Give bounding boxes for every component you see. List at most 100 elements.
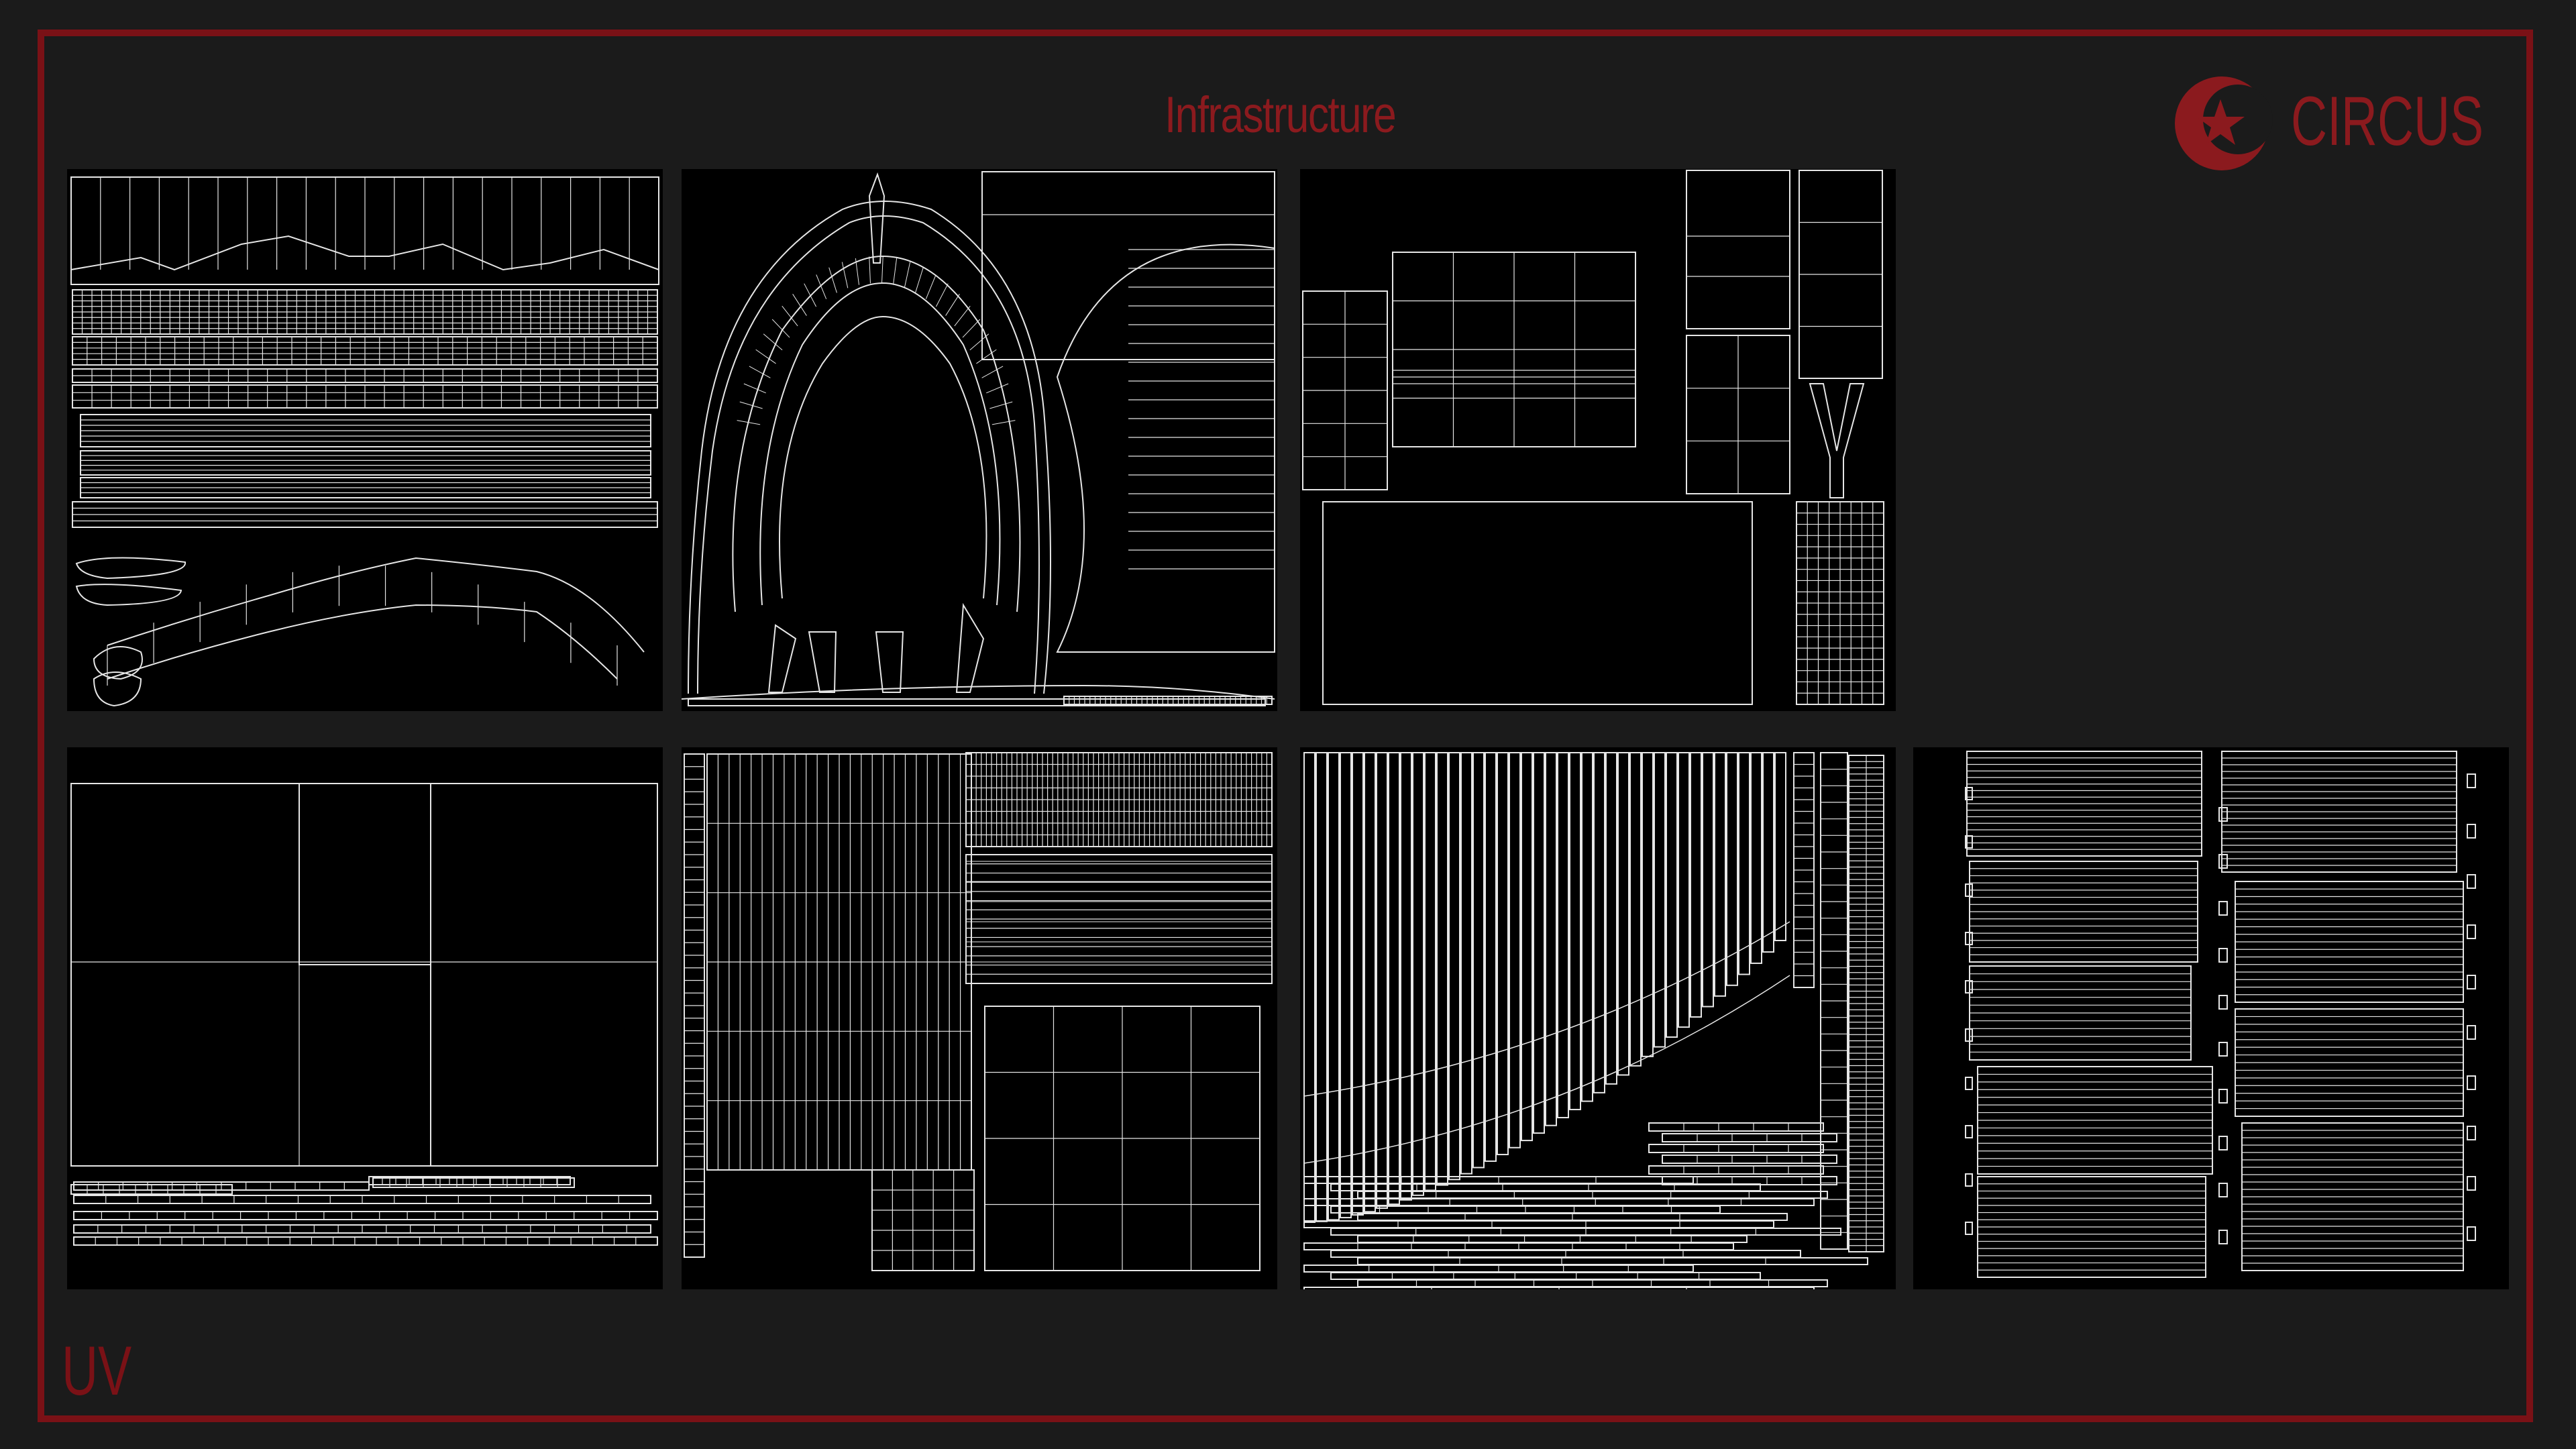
uv-island xyxy=(2218,948,2228,963)
uv-edge xyxy=(976,349,997,364)
uv-island xyxy=(1485,752,1497,1162)
uv-island xyxy=(1303,975,1790,1164)
uv-island xyxy=(1340,752,1352,1219)
uv-edge xyxy=(855,258,859,285)
uv-edge xyxy=(945,294,960,316)
uv-island xyxy=(1460,752,1472,1175)
uv-island xyxy=(1662,1155,1837,1164)
uv-island xyxy=(2218,995,2228,1010)
uv-island xyxy=(430,783,658,1167)
uv-island xyxy=(1965,883,1973,897)
uv-edge xyxy=(904,262,911,288)
uv-edge xyxy=(739,401,763,409)
uv-island xyxy=(1617,752,1629,1076)
uv-island xyxy=(1702,752,1714,1008)
uv-edge xyxy=(925,274,936,299)
uv-island xyxy=(1472,752,1485,1169)
uv-island xyxy=(107,604,618,680)
uv-edge xyxy=(935,283,949,307)
circus-logo-icon xyxy=(2175,76,2273,170)
uv-island xyxy=(1648,1122,1824,1132)
uv-island xyxy=(1303,752,1316,1223)
uv-island xyxy=(1965,980,1973,994)
uv-island xyxy=(2218,807,2228,822)
uv-island xyxy=(107,557,645,653)
uv-island xyxy=(868,172,885,264)
uv-edge xyxy=(869,256,871,284)
uv-island xyxy=(1400,752,1412,1201)
uv-edge xyxy=(749,366,771,378)
uv-edge xyxy=(804,283,817,307)
uv-island xyxy=(80,450,651,476)
uv-island xyxy=(1352,752,1364,1216)
uv-edge xyxy=(962,319,981,338)
uv-island xyxy=(1605,752,1617,1085)
uv-island xyxy=(1412,752,1424,1196)
uv-island xyxy=(1316,752,1328,1222)
uv-island xyxy=(1714,752,1726,997)
uv-island xyxy=(2218,854,2228,869)
uv-island xyxy=(955,602,985,693)
uv-island xyxy=(1581,752,1593,1102)
uv-island xyxy=(70,783,658,1167)
uv-edge xyxy=(743,383,766,394)
uv-edge xyxy=(763,333,783,351)
brand-name: CIRCUS xyxy=(2291,83,2484,160)
uv-island xyxy=(1330,1272,1761,1280)
uv-island xyxy=(1521,752,1533,1142)
uv-island xyxy=(73,1211,658,1220)
uv-island xyxy=(1424,752,1436,1191)
uv-island xyxy=(1678,752,1690,1028)
page-title: Infrastructure xyxy=(1165,87,1397,144)
uv-island xyxy=(1557,752,1569,1119)
uv-island xyxy=(1809,383,1865,498)
uv-panel-7 xyxy=(1913,747,2509,1289)
uv-island xyxy=(1965,1173,1973,1187)
uv-island xyxy=(1686,170,1790,329)
uv-island xyxy=(1328,752,1340,1221)
uv-island xyxy=(732,255,1021,612)
uv-edge xyxy=(881,256,883,284)
uv-edge xyxy=(755,349,776,364)
uv-island xyxy=(1056,244,1275,653)
uv-edge xyxy=(991,420,1016,425)
uv-panel-2 xyxy=(682,169,1277,711)
uv-island xyxy=(1629,752,1642,1067)
uv-island xyxy=(1545,752,1557,1126)
uv-edge xyxy=(954,305,971,327)
uv-island xyxy=(1303,1198,1815,1206)
uv-island xyxy=(688,201,1051,694)
uv-edge xyxy=(893,258,898,285)
uv-island xyxy=(1376,752,1388,1209)
uv-island xyxy=(875,631,904,693)
uv-island xyxy=(2467,1075,2476,1090)
uv-island xyxy=(682,684,1275,700)
uv-island xyxy=(1642,752,1654,1057)
uv-island xyxy=(2467,1176,2476,1191)
uv-island xyxy=(767,624,797,693)
uv-island xyxy=(1965,1222,1973,1235)
uv-island xyxy=(1965,1125,1973,1138)
uv-edge xyxy=(986,383,1009,394)
uv-island xyxy=(93,646,143,680)
uv-island xyxy=(75,584,182,606)
uv-island xyxy=(1303,1220,1774,1228)
uv-island xyxy=(1509,752,1521,1148)
uv-edge xyxy=(969,333,989,351)
uv-island xyxy=(1726,752,1738,986)
uv-island xyxy=(1965,1028,1973,1042)
uv-island xyxy=(1774,752,1786,941)
uv-edge xyxy=(981,366,1004,378)
uv-edge xyxy=(816,274,827,299)
uv-island xyxy=(1654,752,1666,1048)
uv-island xyxy=(1762,752,1774,953)
uv-island xyxy=(871,1169,975,1271)
uv-island xyxy=(981,171,1275,360)
uv-island xyxy=(2467,773,2476,788)
uv-island xyxy=(1569,752,1581,1110)
uv-island xyxy=(1690,752,1702,1018)
uv-island xyxy=(75,557,186,580)
uv-edge xyxy=(737,420,761,425)
uv-island xyxy=(1533,752,1545,1134)
uv-island xyxy=(2467,874,2476,889)
